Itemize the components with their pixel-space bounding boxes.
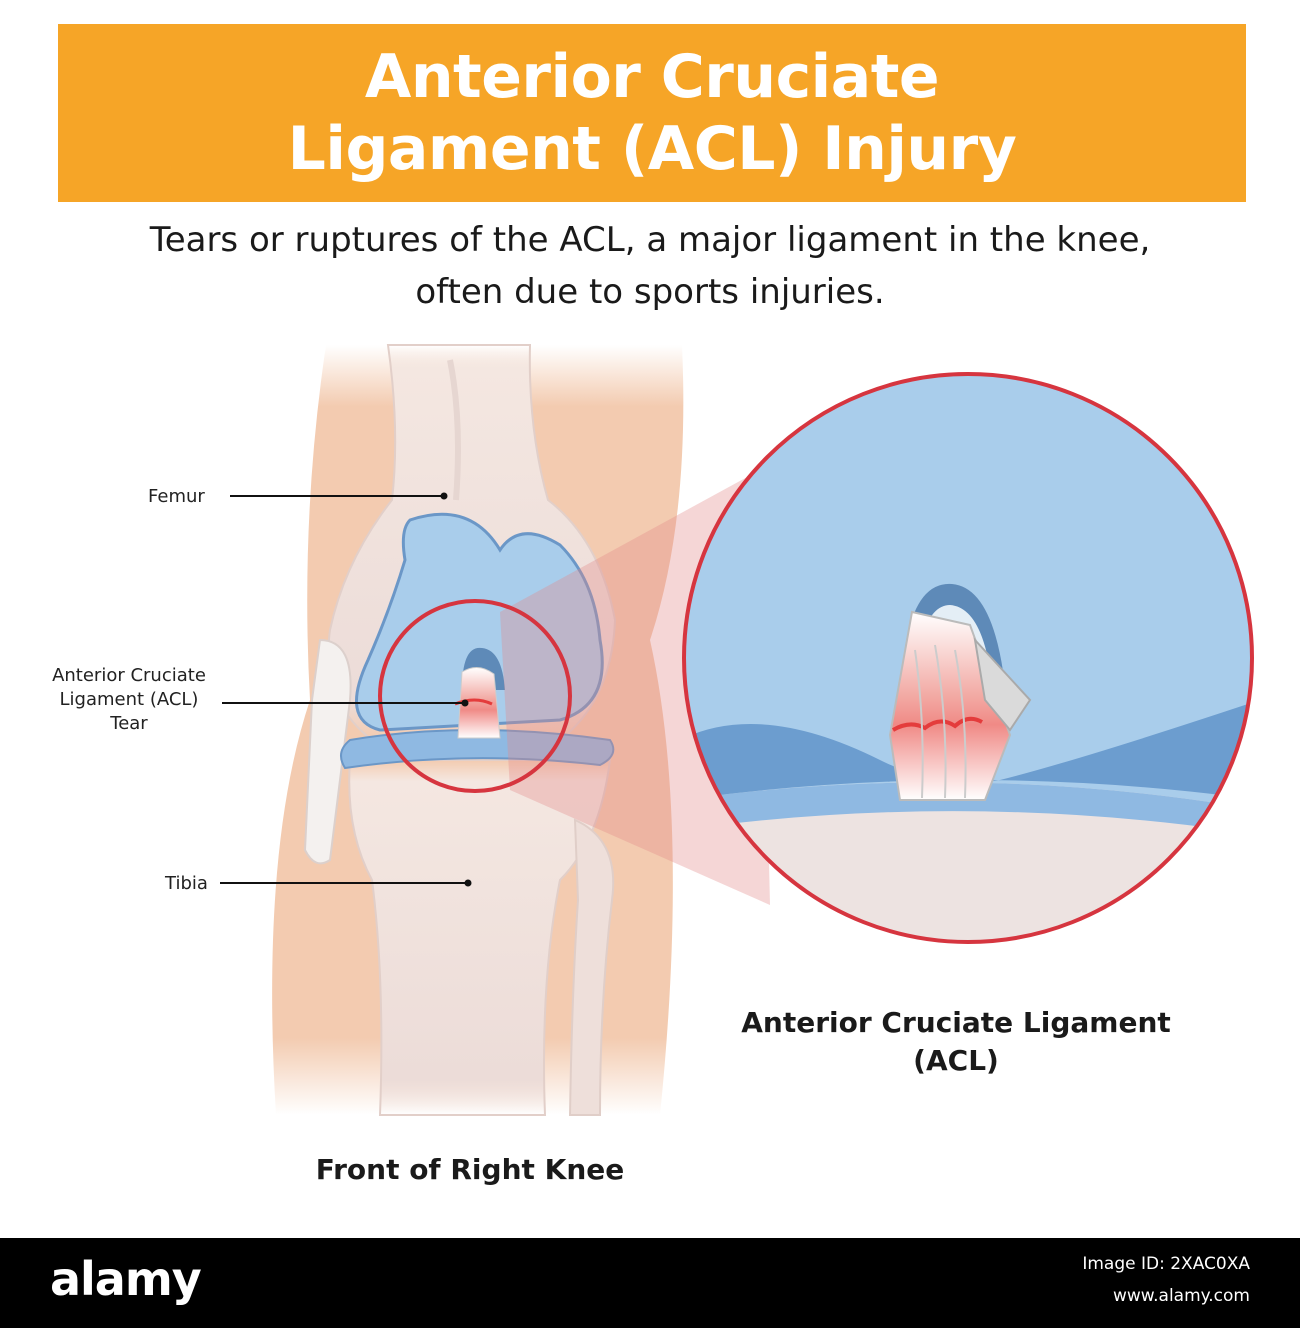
acl-small — [457, 667, 501, 739]
tibia-label: Tibia — [165, 873, 208, 894]
knee-caption: Front of Right Knee — [315, 1153, 625, 1186]
zoom-circle — [682, 372, 1254, 944]
acl-tear-label-line-1: Anterior Cruciate — [52, 665, 206, 686]
femur-cartilage — [354, 512, 604, 732]
tear-highlight-circle — [378, 599, 572, 793]
subtitle-line-2: often due to sports injuries. — [415, 272, 885, 312]
acl-tear-label: Anterior Cruciate Ligament (ACL) Tear — [40, 664, 218, 736]
title-line-2: Ligament (ACL) Injury — [287, 114, 1017, 184]
zoom-caption-line-2: (ACL) — [913, 1044, 999, 1077]
acl-tear-label-line-2: Ligament (ACL) — [59, 689, 199, 710]
acl-tear-line — [891, 716, 983, 732]
femur-label: Femur — [148, 486, 205, 507]
footer-url[interactable]: www.alamy.com — [1112, 1286, 1250, 1306]
knee-diagram — [220, 344, 1254, 1116]
acl-tear-label-line-3: Tear — [110, 713, 148, 734]
subtitle-line-1: Tears or ruptures of the ACL, a major li… — [149, 220, 1151, 260]
title-line-1: Anterior Cruciate — [364, 42, 940, 112]
subtitle: Tears or ruptures of the ACL, a major li… — [0, 214, 1300, 318]
footer-image-id: Image ID: 2XAC0XA — [1082, 1254, 1250, 1274]
title-banner: Anterior Cruciate Ligament (ACL) Injury — [58, 24, 1246, 202]
footer-logo: alamy — [50, 1252, 202, 1306]
footer-bar: alamy Image ID: 2XAC0XA www.alamy.com — [0, 1238, 1300, 1328]
zoom-caption: Anterior Cruciate Ligament (ACL) — [706, 1004, 1206, 1080]
zoom-caption-line-1: Anterior Cruciate Ligament — [741, 1006, 1171, 1039]
